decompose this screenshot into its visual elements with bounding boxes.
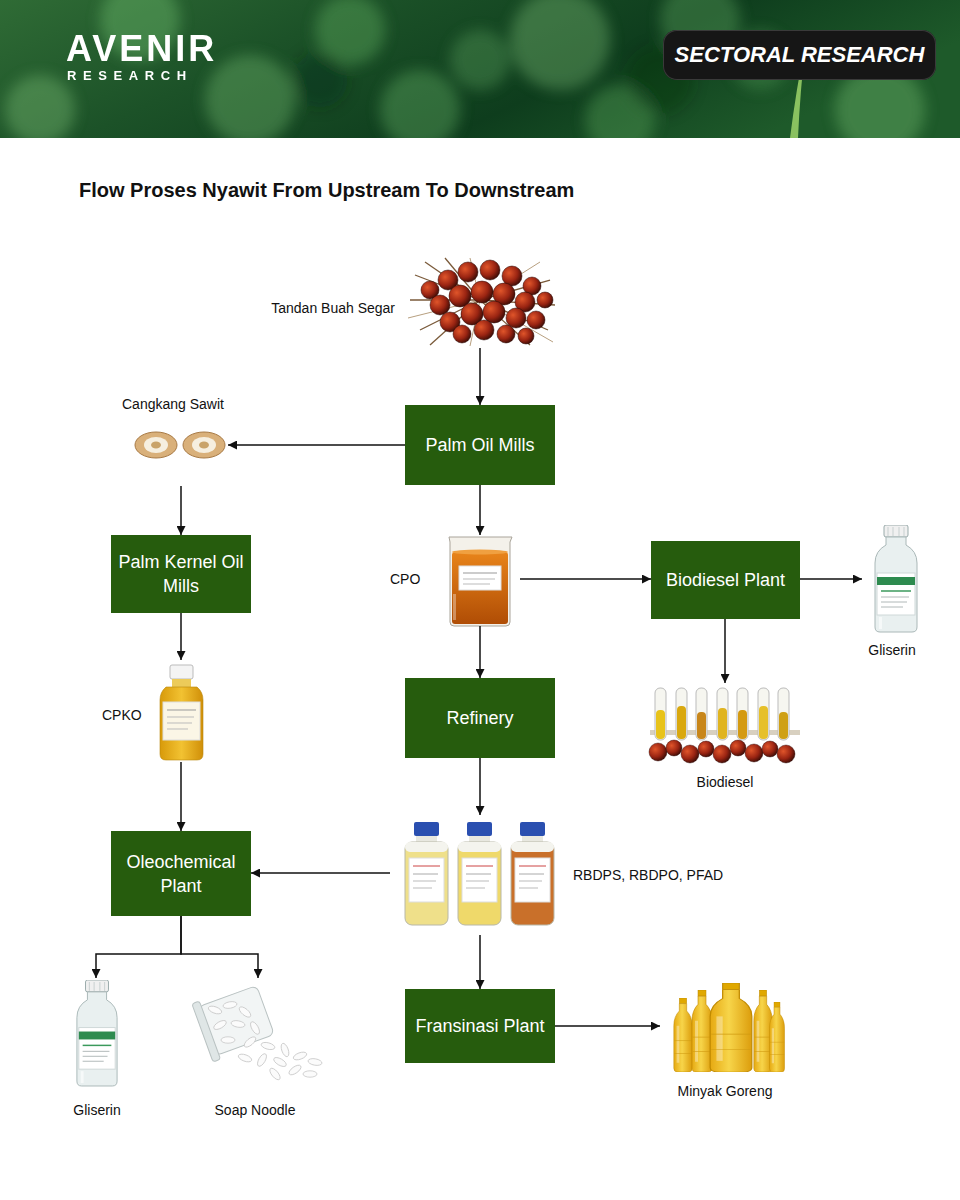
flow-arrow (228, 444, 405, 446)
flow-arrow (180, 613, 182, 660)
process-box: Palm Oil Mills (405, 405, 555, 485)
header-badge: SECTORAL RESEARCH (663, 30, 936, 80)
product-label: CPO (390, 570, 430, 588)
process-label: Biodiesel Plant (666, 568, 785, 592)
soap-noodle-illustration (192, 981, 323, 1082)
process-box: Refinery (405, 678, 555, 758)
flow-arrow (479, 626, 481, 678)
logo-wordmark: AVENIR (66, 31, 217, 67)
product-label: Soap Noodle (180, 1101, 330, 1119)
flow-arrow (479, 485, 481, 535)
fruit-bunch-item: Tandan Buah Segar (405, 258, 555, 348)
flow-arrow (180, 762, 182, 831)
process-box: Palm Kernel Oil Mills (111, 535, 251, 613)
process-box: Fransinasi Plant (405, 989, 555, 1063)
glycerin-item: Gliserin (862, 522, 922, 634)
logo-subtitle: RESEARCH (67, 69, 193, 82)
flow-arrow (251, 872, 390, 874)
process-label: Refinery (446, 706, 513, 730)
cooking-oil-item: Minyak Goreng (660, 980, 790, 1075)
flow-arrow (180, 486, 182, 535)
biofuel-illustration (649, 688, 800, 763)
glycerin-bottle-illustration (77, 980, 117, 1086)
product-label: Cangkang Sawit (122, 395, 232, 413)
diagram-title: Flow Proses Nyawit From Upstream To Down… (79, 178, 574, 202)
glycerin-item: Gliserin (72, 978, 122, 1088)
process-label: Oleochemical Plant (113, 850, 249, 898)
refined-oil-bottles-illustration (405, 822, 554, 925)
flow-arrow (479, 348, 481, 405)
product-label: Gliserin (842, 641, 942, 659)
product-label: Gliserin (47, 1101, 147, 1119)
process-box: Oleochemical Plant (111, 831, 251, 916)
soap-noodle-item: Soap Noodle (185, 978, 335, 1083)
process-label: Palm Kernel Oil Mills (113, 550, 249, 598)
shell-illustration (135, 432, 225, 458)
process-label: Fransinasi Plant (415, 1014, 544, 1038)
flow-arrow (96, 916, 181, 978)
flow-arrow (520, 578, 651, 580)
glycerin-bottle-illustration (875, 525, 917, 632)
product-label: RBDPS, RBDPO, PFAD (573, 866, 753, 884)
flow-arrow (479, 758, 481, 815)
product-label: Tandan Buah Segar (265, 299, 395, 317)
refined-oil-item: RBDPS, RBDPO, PFAD (390, 815, 560, 935)
flow-arrow (800, 578, 862, 580)
flow-arrow (181, 916, 258, 978)
cpo-beaker-illustration (449, 537, 512, 626)
product-label: CPKO (102, 706, 152, 724)
biodiesel-item: Biodiesel (650, 683, 800, 763)
header-banner (0, 0, 960, 138)
cpko-bottle-illustration (160, 665, 203, 760)
process-box: Biodiesel Plant (651, 541, 800, 619)
flow-arrow (555, 1025, 660, 1027)
cooking-oil-illustration (674, 983, 785, 1072)
fruit-bunch-illustration (408, 258, 555, 346)
shell-item: Cangkang Sawit (134, 428, 228, 486)
product-label: Biodiesel (650, 773, 800, 791)
cpo-item: CPO (447, 535, 520, 626)
flow-arrow (479, 935, 481, 989)
process-label: Palm Oil Mills (425, 433, 534, 457)
flow-arrow (724, 619, 726, 683)
product-label: Minyak Goreng (660, 1082, 790, 1100)
cpko-item: CPKO (158, 660, 205, 762)
badge-text: SECTORAL RESEARCH (675, 44, 925, 66)
